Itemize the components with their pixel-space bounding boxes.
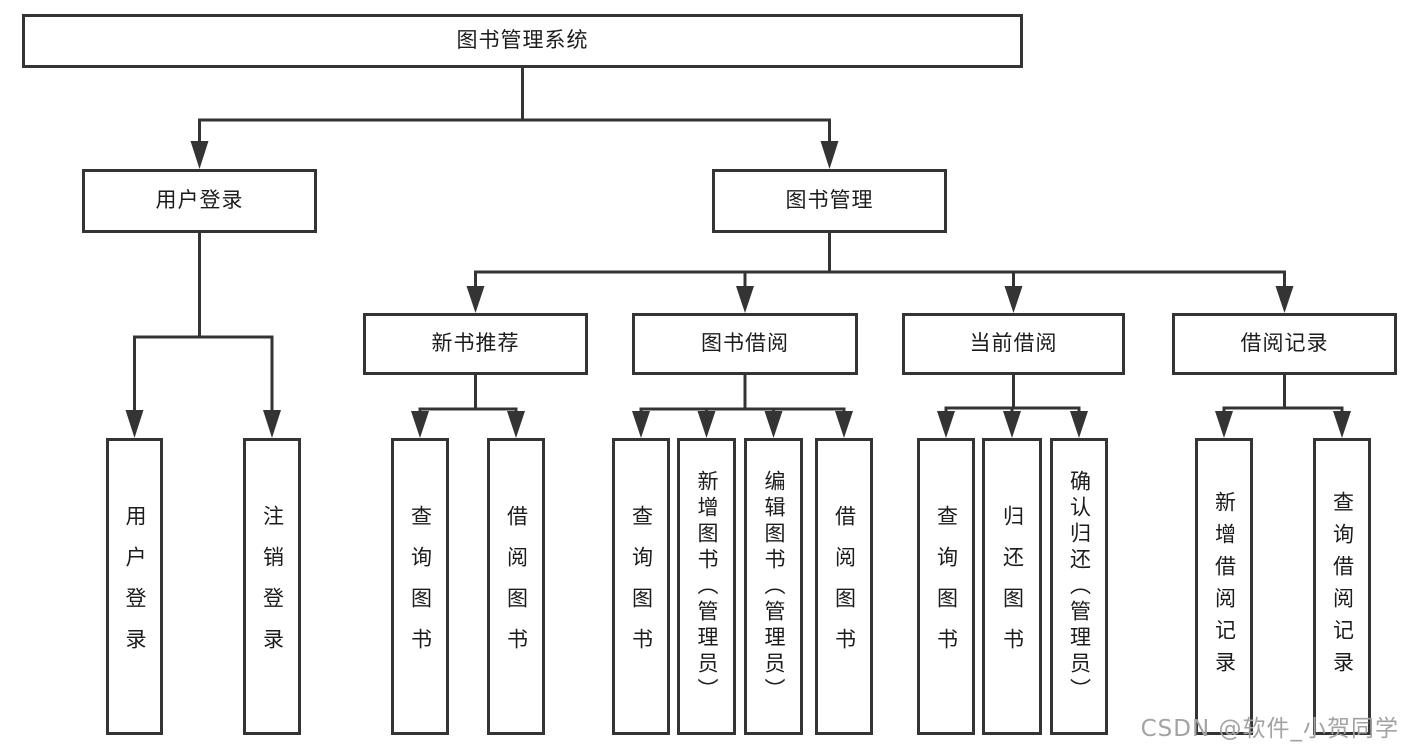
leaf-edit-book-admin: 编辑图书（管理员） xyxy=(744,438,803,735)
node-current-borrow: 当前借阅 xyxy=(902,313,1125,375)
leaf-query-borrow-record: 查询借阅记录 xyxy=(1313,438,1371,735)
leaf-borrow-book: 借阅图书 xyxy=(815,438,873,735)
leaf-query-book-current: 查询图书 xyxy=(917,438,975,735)
leaf-query-book-borrow: 查询图书 xyxy=(612,438,670,735)
watermark: CSDN @软件_小贺同学 xyxy=(1140,716,1399,742)
leaf-add-borrow-record: 新增借阅记录 xyxy=(1195,438,1253,735)
node-book-borrow: 图书借阅 xyxy=(632,313,858,375)
node-new-book-recommend: 新书推荐 xyxy=(363,313,588,375)
leaf-borrow-book-recommend: 借阅图书 xyxy=(487,438,545,735)
leaf-return-book: 归还图书 xyxy=(982,438,1042,735)
node-borrow-record: 借阅记录 xyxy=(1172,313,1397,375)
leaf-query-book-recommend: 查询图书 xyxy=(391,438,449,735)
node-user-login: 用户登录 xyxy=(82,169,317,233)
node-book-management: 图书管理 xyxy=(712,169,947,233)
leaf-confirm-return-admin: 确认归还（管理员） xyxy=(1050,438,1108,735)
leaf-add-book-admin: 新增图书（管理员） xyxy=(677,438,736,735)
node-root: 图书管理系统 xyxy=(22,14,1023,68)
leaf-user-login: 用户登录 xyxy=(106,438,163,735)
leaf-logout: 注销登录 xyxy=(243,438,301,735)
